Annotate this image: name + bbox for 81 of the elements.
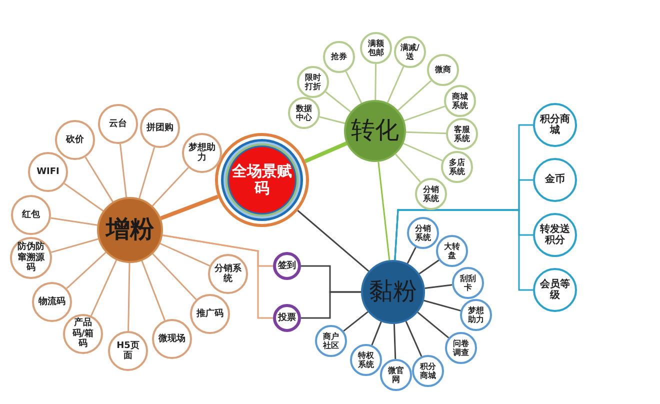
feature-circle: 微现场 (152, 319, 192, 359)
connector-line (406, 246, 416, 264)
connector-line (160, 194, 219, 220)
feature-circle: 产品码/箱码 (63, 314, 103, 354)
hub-circle: 增粉 (97, 197, 163, 263)
feature-circle: 物流码 (32, 282, 72, 322)
feature-circle: 多店系统 (441, 151, 473, 183)
connector-line (138, 146, 156, 199)
connector-line (394, 209, 533, 291)
connector-line (398, 80, 432, 111)
feature-circle: 推广码 (190, 294, 230, 334)
connector-line (162, 234, 273, 319)
feature-circle: 大转盘 (436, 235, 468, 267)
hub-circle: 转化 (344, 100, 406, 162)
feature-circle: 微官网 (380, 359, 412, 391)
connector-line (406, 131, 446, 134)
feature-circle: 满减/送 (394, 36, 426, 68)
feature-circle: 转发送积分 (533, 213, 577, 257)
connector-line (371, 321, 382, 346)
feature-circle: 分销系统 (415, 178, 447, 210)
feature-circle: 梦想助力 (460, 299, 492, 331)
feature-circle: 问卷调查 (445, 332, 477, 364)
hub-circle: 黏粉 (361, 260, 425, 324)
feature-circle: 会员等级 (533, 268, 577, 312)
connector-line (90, 260, 118, 316)
feature-circle: 签到 (273, 252, 301, 280)
connector-line (297, 210, 370, 272)
feature-circle: 商户社区 (315, 325, 347, 357)
connector-line (325, 91, 352, 112)
feature-circle: 云台 (98, 104, 138, 144)
connector-line (160, 242, 210, 266)
connector-line (128, 262, 130, 332)
connector-line (119, 144, 128, 198)
feature-circle: 抢券 (323, 41, 355, 73)
connector-line (378, 162, 390, 260)
feature-circle: 特权系统 (350, 344, 382, 376)
feature-circle: 商城系统 (444, 85, 476, 117)
feature-circle: 刮刮卡 (452, 267, 484, 299)
feature-circle: 红包 (11, 195, 51, 235)
connector-line (424, 300, 461, 312)
connector-line (417, 312, 450, 338)
connector-line (386, 66, 404, 103)
feature-circle: 投票 (273, 304, 301, 332)
feature-circle: 客服系统 (446, 118, 478, 150)
feature-circle: WIFI (28, 152, 68, 192)
connector-line (403, 142, 443, 162)
connector-line (66, 252, 106, 289)
feature-circle: 数据中心 (288, 97, 320, 129)
connector-line (405, 321, 422, 357)
feature-circle: 积分商城 (533, 103, 577, 147)
connector-line (301, 291, 361, 319)
connector-line (141, 260, 166, 321)
connector-line (345, 71, 362, 104)
feature-circle: 金币 (533, 158, 577, 202)
feature-circle: 砍价 (55, 120, 95, 160)
feature-circle: 分销系统 (407, 217, 439, 249)
connector-line (418, 259, 440, 274)
connector-line (404, 106, 446, 122)
feature-circle: 分销系统 (208, 254, 248, 294)
connector-line (374, 64, 377, 100)
feature-circle: 微商 (427, 54, 459, 86)
connector-line (343, 311, 368, 332)
feature-circle: H5页面 (108, 331, 148, 371)
feature-circle: 满额包邮 (360, 32, 392, 64)
connector-line (51, 238, 98, 254)
feature-circle: 积分商城 (412, 355, 444, 387)
feature-circle: 拼团购 (140, 108, 180, 148)
connector-line (424, 284, 452, 289)
connector-line (84, 156, 114, 202)
connector-line (393, 324, 396, 360)
connector-line (50, 217, 98, 226)
feature-circle: 限时打折 (297, 66, 329, 98)
center-circle: 全场景赋码 (215, 133, 309, 227)
connector-line (64, 182, 104, 212)
connector-line (152, 167, 189, 206)
feature-circle: 梦想助力 (182, 133, 222, 173)
connector-line (304, 141, 348, 164)
connector-line (395, 154, 421, 182)
connector-line (319, 116, 346, 124)
feature-circle: 防伪防窜溯源码 (10, 237, 52, 279)
connector-line (152, 253, 197, 300)
